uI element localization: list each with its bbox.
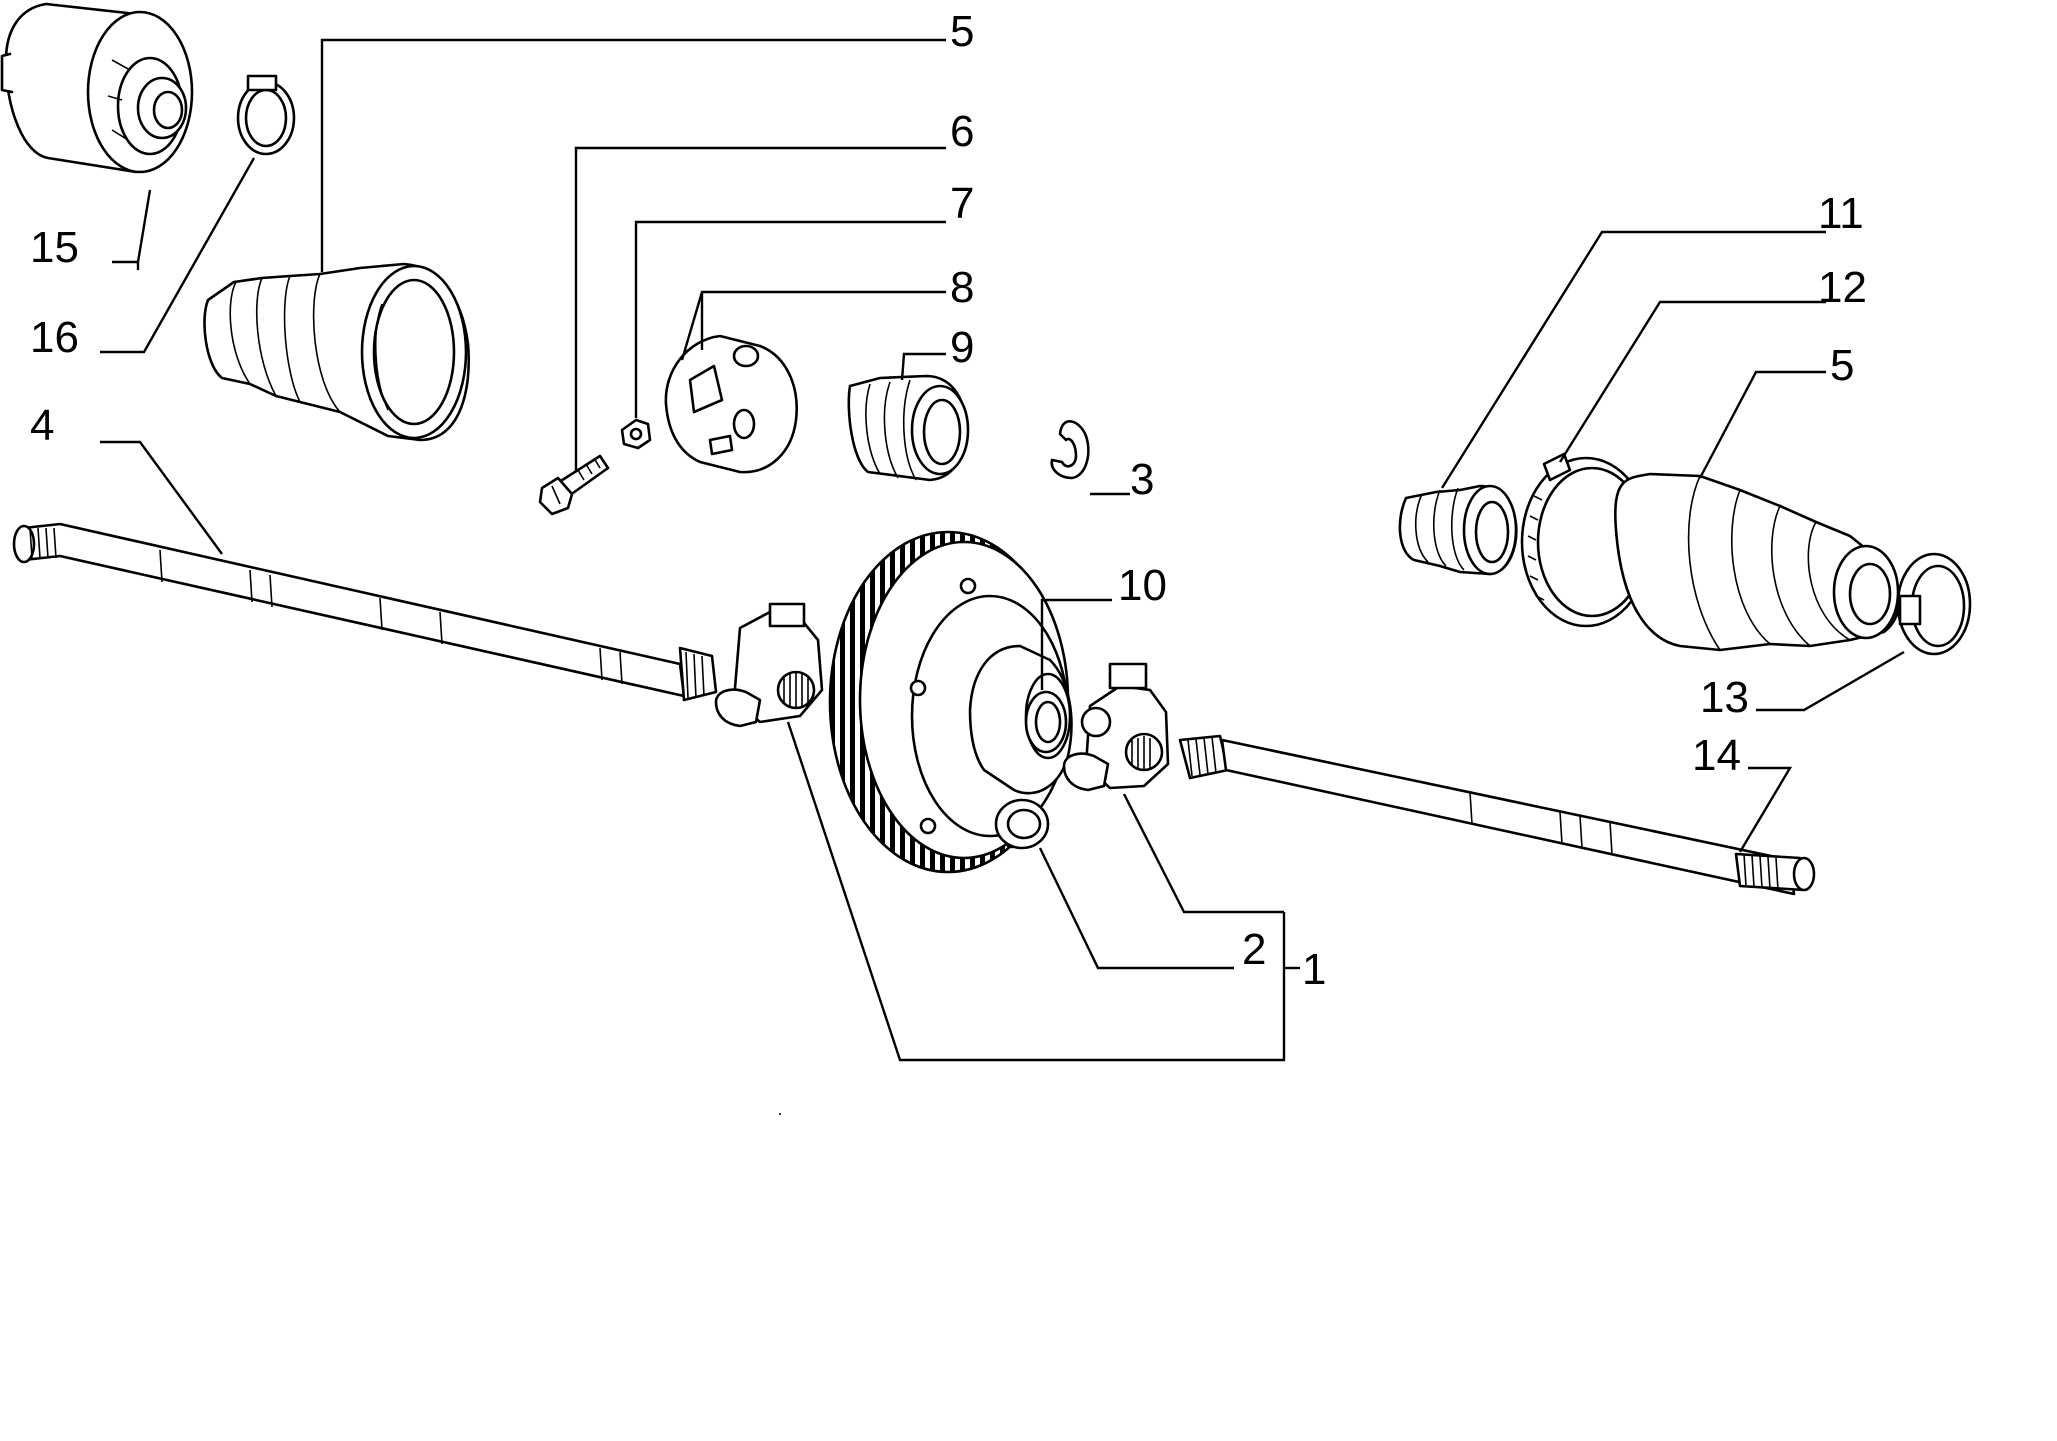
callout-15: 15 — [30, 223, 79, 272]
callout-10: 10 — [1118, 561, 1167, 610]
nut — [620, 418, 652, 450]
callout-4: 4 — [30, 401, 54, 450]
snap-ring — [1050, 420, 1090, 480]
leader-lines — [100, 38, 1905, 1062]
left-drive-shaft — [12, 522, 718, 702]
thrust-washer — [994, 798, 1050, 850]
callout-14: 14 — [1692, 731, 1741, 780]
callout-5-right: 5 — [1830, 341, 1854, 390]
bolt — [538, 454, 610, 516]
right-drive-shaft — [1178, 734, 1816, 896]
collar — [664, 334, 798, 474]
small-bellows — [1398, 484, 1518, 576]
band-clamp — [1896, 552, 1972, 656]
right-side-gear — [1062, 662, 1170, 792]
callout-labels: 5 6 7 8 9 3 15 16 4 10 2 1 11 12 5 13 14 — [30, 7, 1867, 994]
callout-7: 7 — [950, 179, 974, 228]
callout-11: 11 — [1818, 189, 1864, 238]
bellows-sleeve — [847, 374, 970, 482]
callout-5-left: 5 — [950, 7, 974, 56]
callout-8: 8 — [950, 263, 974, 312]
speck-mark — [779, 1113, 781, 1115]
callout-16: 16 — [30, 313, 79, 362]
callout-1: 1 — [1302, 945, 1326, 994]
callout-9: 9 — [950, 323, 974, 372]
cv-boot-left — [203, 262, 470, 442]
callout-12: 12 — [1818, 263, 1867, 312]
small-ring — [1024, 690, 1068, 754]
cv-joint-housing — [0, 2, 194, 174]
left-side-gear — [714, 602, 824, 728]
callout-3: 3 — [1130, 455, 1154, 504]
callout-2: 2 — [1242, 925, 1266, 974]
ring-gear — [828, 530, 1073, 874]
small-clamp — [236, 74, 296, 156]
callout-6: 6 — [950, 107, 974, 156]
cv-boot-right — [1614, 472, 1901, 652]
callout-13: 13 — [1700, 673, 1749, 722]
